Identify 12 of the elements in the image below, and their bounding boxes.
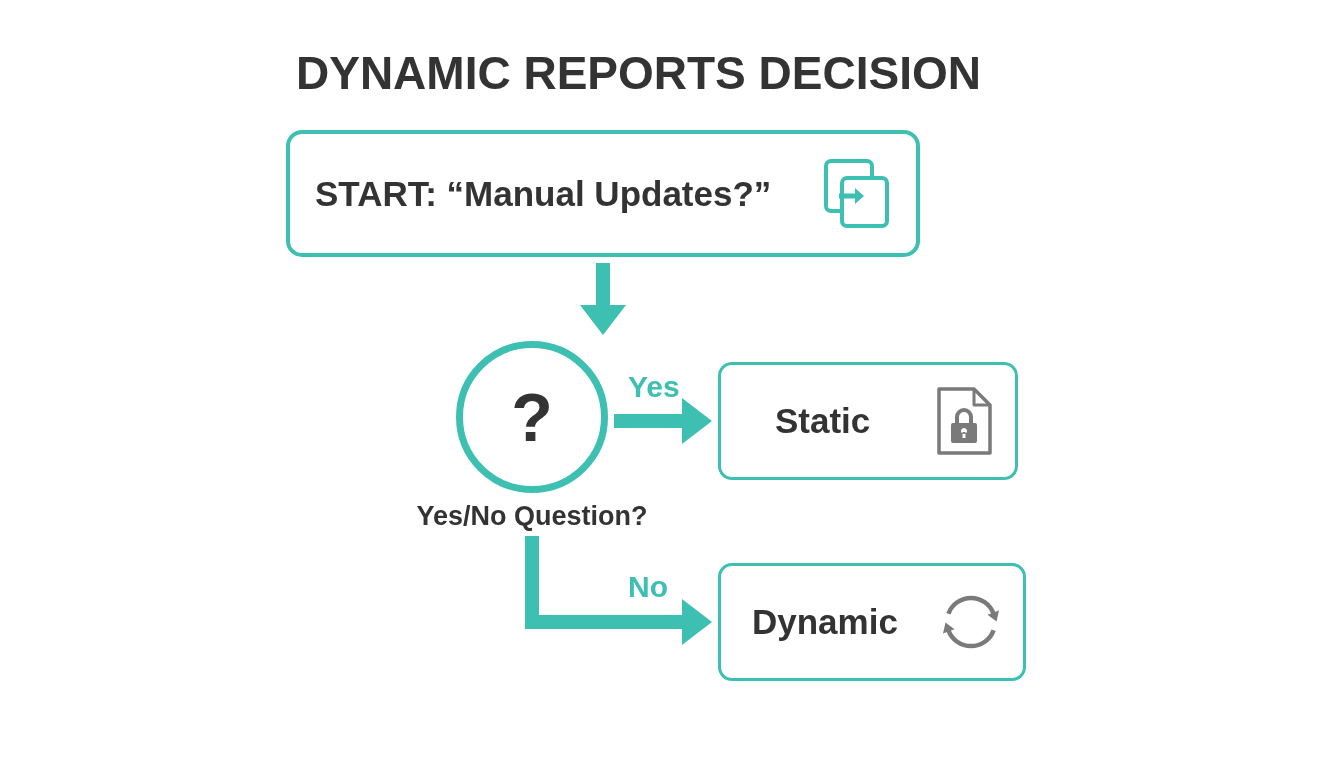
diagram-title: DYNAMIC REPORTS DECISION xyxy=(296,50,981,96)
question-mark: ? xyxy=(511,383,553,451)
result-label: Dynamic xyxy=(752,601,898,644)
result-box xyxy=(718,362,1018,480)
arrow xyxy=(614,398,712,444)
arrow xyxy=(580,263,626,335)
start-question: START: “Manual Updates?” xyxy=(315,172,772,215)
start-box xyxy=(286,130,920,257)
result-label: Static xyxy=(775,400,871,443)
result-box xyxy=(718,563,1026,681)
decision-caption: Yes/No Question? xyxy=(416,503,648,530)
arrow xyxy=(525,536,712,645)
